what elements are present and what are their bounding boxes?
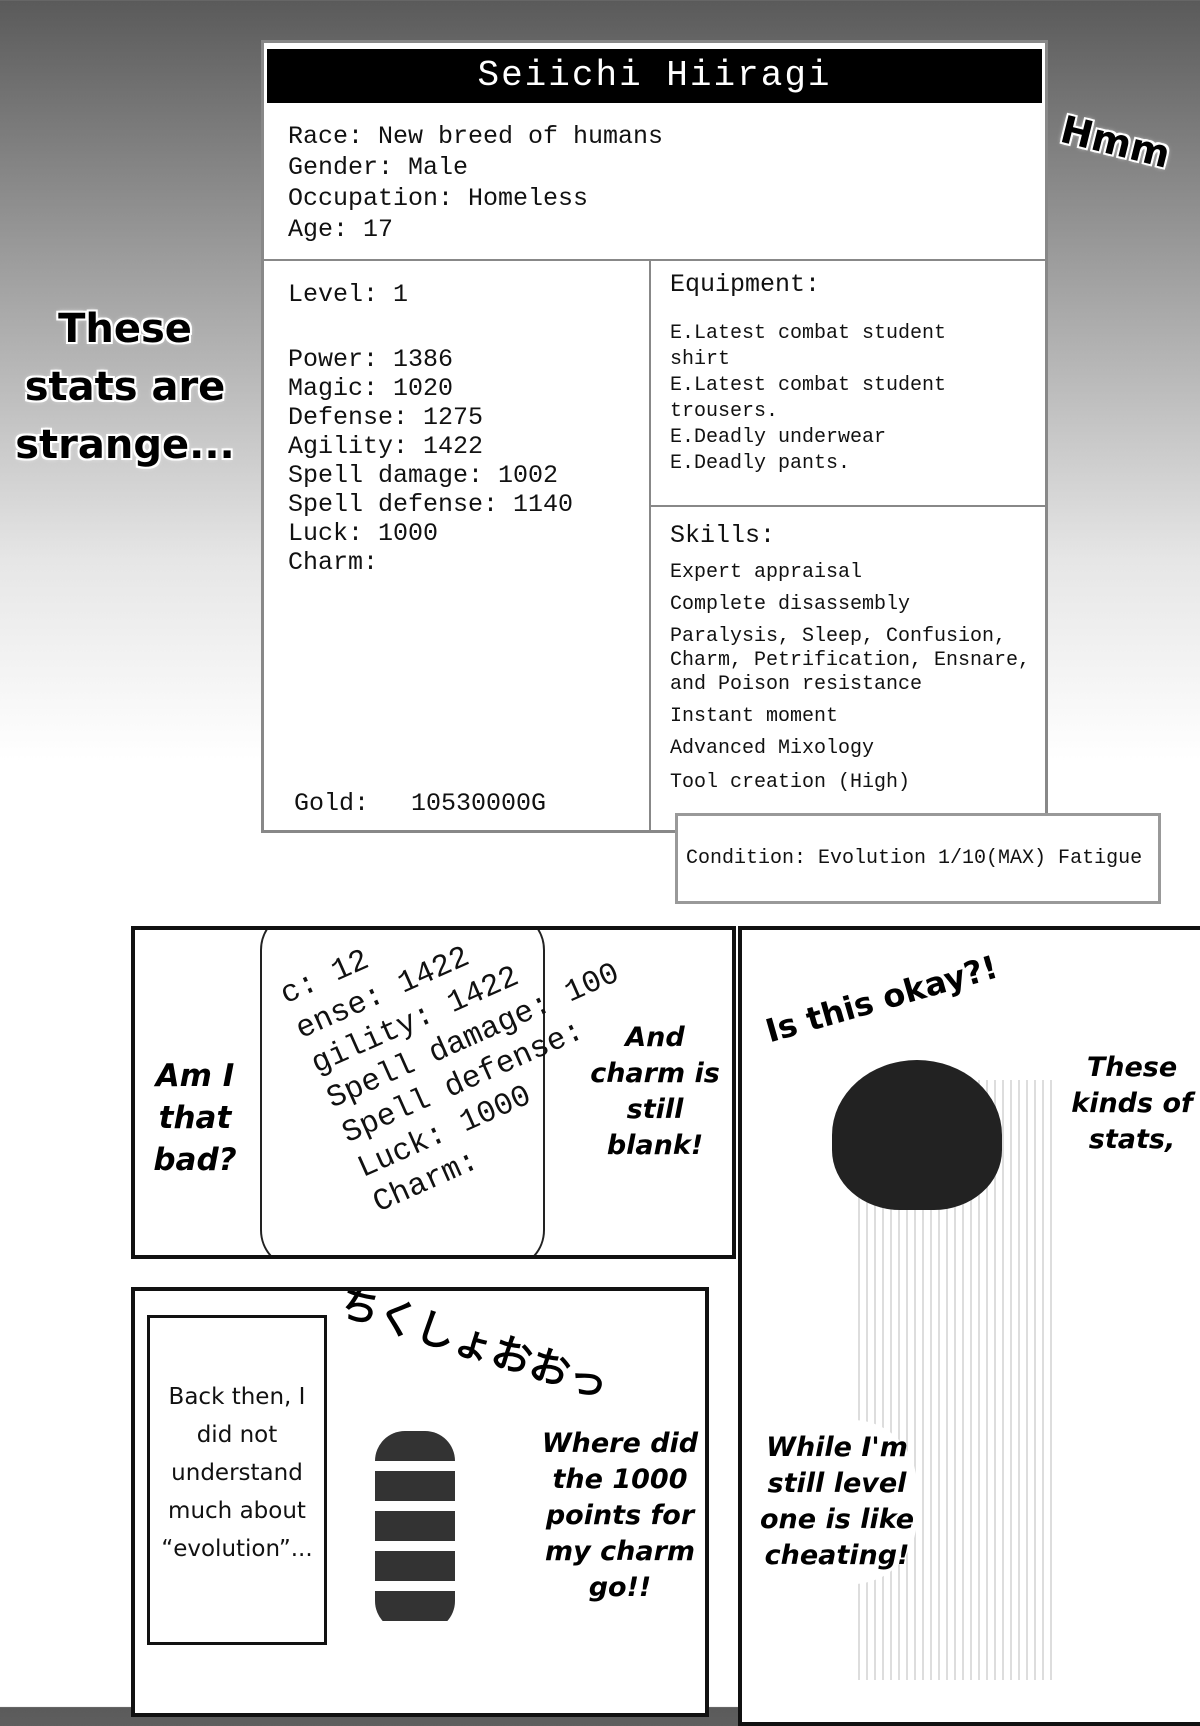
skills-title: Skills: <box>670 521 776 550</box>
equipment-item: E.Latest combat student shirt <box>670 322 947 371</box>
sfx-frustration: ちくしょおおっ <box>333 1287 615 1409</box>
skill-item: Complete disassembly <box>670 593 911 616</box>
strange-text: These stats are strange... <box>15 306 235 468</box>
stat-defense: Defense: 1275 <box>288 403 484 432</box>
caption-text: Back then, I did not understand much abo… <box>161 1384 313 1562</box>
panel-charm-gone: Back then, I did not understand much abo… <box>131 1287 709 1717</box>
stat-magic: Magic: 1020 <box>288 374 454 403</box>
occupation: Occupation: Homeless <box>288 184 589 213</box>
skill-item: Tool creation (High) <box>670 771 911 794</box>
profile-info: Race: New breed of humans Gender: Male O… <box>288 121 663 245</box>
level: Level: 1 <box>288 280 409 309</box>
panel-is-this-okay: Is this okay?! These kinds of stats, Whi… <box>738 926 1200 1726</box>
equipment-item: E.Deadly pants. <box>670 452 851 475</box>
race: Race: New breed of humans <box>288 122 664 151</box>
stat-charm: Charm: <box>288 548 379 577</box>
skill-item: Expert appraisal <box>670 561 863 584</box>
skills-list: Expert appraisal Complete disassembly Pa… <box>670 561 1050 795</box>
skill-item: Instant moment <box>670 705 839 728</box>
small-character <box>375 1431 455 1631</box>
stat-agility: Agility: 1422 <box>288 432 484 461</box>
bubble-kinds-of-stats: These kinds of stats, <box>1071 1052 1193 1155</box>
condition-box: Condition: Evolution 1/10(MAX) Fatigue <box>675 813 1161 904</box>
gender: Gender: Male <box>288 153 469 182</box>
gold-value: 10530000G <box>411 789 547 818</box>
skill-item: Advanced Mixology <box>670 737 875 760</box>
stats-list: Power: 1386 Magic: 1020 Defense: 1275 Ag… <box>288 345 573 577</box>
shout-is-this-okay: Is this okay?! <box>761 947 1002 1051</box>
status-card: Seiichi Hiiragi Race: New breed of human… <box>261 40 1048 833</box>
bubble-am-i-that-bad: Am I that bad? <box>153 1058 237 1178</box>
equipment-title: Equipment: <box>670 270 821 299</box>
gold-label: Gold: <box>294 789 370 818</box>
panel-stats-scroll: c: 12 ense: 1422 gility: 1422 Spell dama… <box>131 926 736 1259</box>
equipment-item: E.Deadly underwear <box>670 426 887 449</box>
character-hair <box>832 1060 1002 1210</box>
stat-luck: Luck: 1000 <box>288 519 439 548</box>
divider <box>649 505 1045 507</box>
character-name: Seiichi Hiiragi <box>267 49 1042 103</box>
skill-item: Paralysis, Sleep, Confusion, Charm, Petr… <box>670 625 1031 696</box>
divider <box>649 259 651 830</box>
caption-box: Back then, I did not understand much abo… <box>147 1315 327 1645</box>
stat-spell-damage: Spell damage: 1002 <box>288 461 559 490</box>
divider <box>264 259 1045 261</box>
age: Age: 17 <box>288 215 394 244</box>
stat-power: Power: 1386 <box>288 345 454 374</box>
equipment-item: E.Latest combat student trousers. <box>670 374 947 423</box>
bubble-cheating: While I'm still level one is like cheati… <box>757 1420 917 1584</box>
bubble-charm-blank: And charm is still blank! <box>590 1022 720 1161</box>
equipment-list: E.Latest combat student shirt E.Latest c… <box>670 321 1000 477</box>
hmm-text: Hmm <box>1056 107 1175 177</box>
stat-spell-defense: Spell defense: 1140 <box>288 490 574 519</box>
bubble-where-did-points-go: Where did the 1000 points for my charm g… <box>541 1428 699 1603</box>
scroll-paper <box>260 930 545 1255</box>
